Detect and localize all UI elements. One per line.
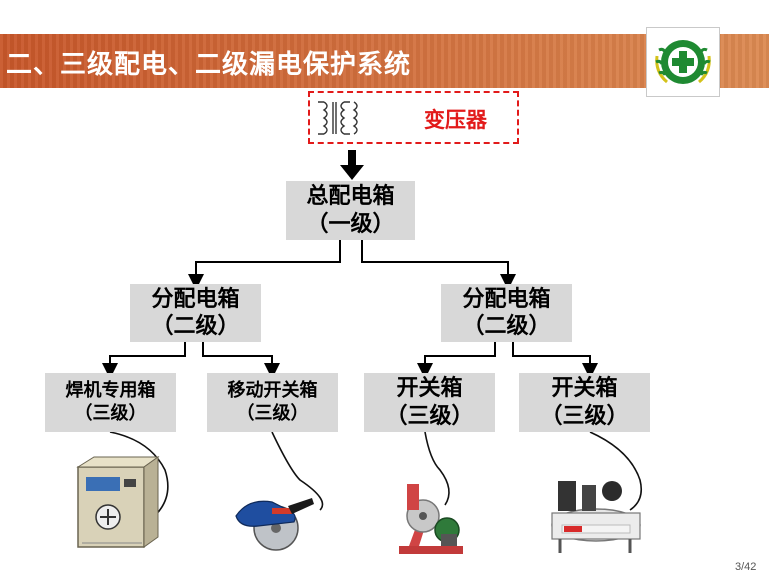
node-name: 焊机专用箱: [65, 380, 156, 401]
cut-off-saw-icon: [399, 484, 463, 554]
transformer-coil-icon: [318, 101, 358, 135]
node-name: 总配电箱: [306, 184, 395, 209]
node-level: （一级）: [306, 211, 395, 237]
main-distribution-box: 总配电箱 （一级）: [286, 181, 415, 240]
page-number: 3/42: [735, 561, 757, 573]
transformer-box: [308, 91, 519, 144]
node-name: 开关箱: [396, 376, 463, 401]
node-level: （三级）: [385, 403, 474, 429]
node-level: （二级）: [151, 314, 240, 339]
switch-box-3: 开关箱 （三级）: [364, 373, 495, 432]
handheld-cutter-icon: [235, 498, 314, 551]
node-level: （三级）: [236, 402, 309, 424]
header-bar: [0, 34, 769, 88]
node-name: 开关箱: [551, 376, 618, 401]
switch-box-4: 开关箱 （三级）: [519, 373, 650, 432]
safety-cross-icon: [655, 40, 711, 84]
node-name: 分配电箱: [151, 286, 240, 312]
node-name: 移动开关箱: [227, 380, 318, 401]
air-compressor-icon: [551, 481, 641, 553]
node-level: （二级）: [462, 314, 551, 339]
transformer-label: 变压器: [424, 108, 487, 132]
distribution-box-right: 分配电箱 （二级）: [441, 284, 572, 342]
slide-title: 二、三级配电、二级漏电保护系统: [6, 50, 412, 80]
node-level: （三级）: [540, 403, 629, 429]
node-level: （三级）: [74, 402, 147, 424]
distribution-box-left: 分配电箱 （二级）: [130, 284, 261, 342]
mobile-switch-box: 移动开关箱 （三级）: [207, 373, 338, 432]
node-name: 分配电箱: [462, 286, 551, 312]
welding-machine-icon: [76, 456, 160, 548]
welder-switch-box: 焊机专用箱 （三级）: [45, 373, 176, 432]
header-texture: [0, 34, 769, 88]
safety-logo: [646, 27, 720, 97]
